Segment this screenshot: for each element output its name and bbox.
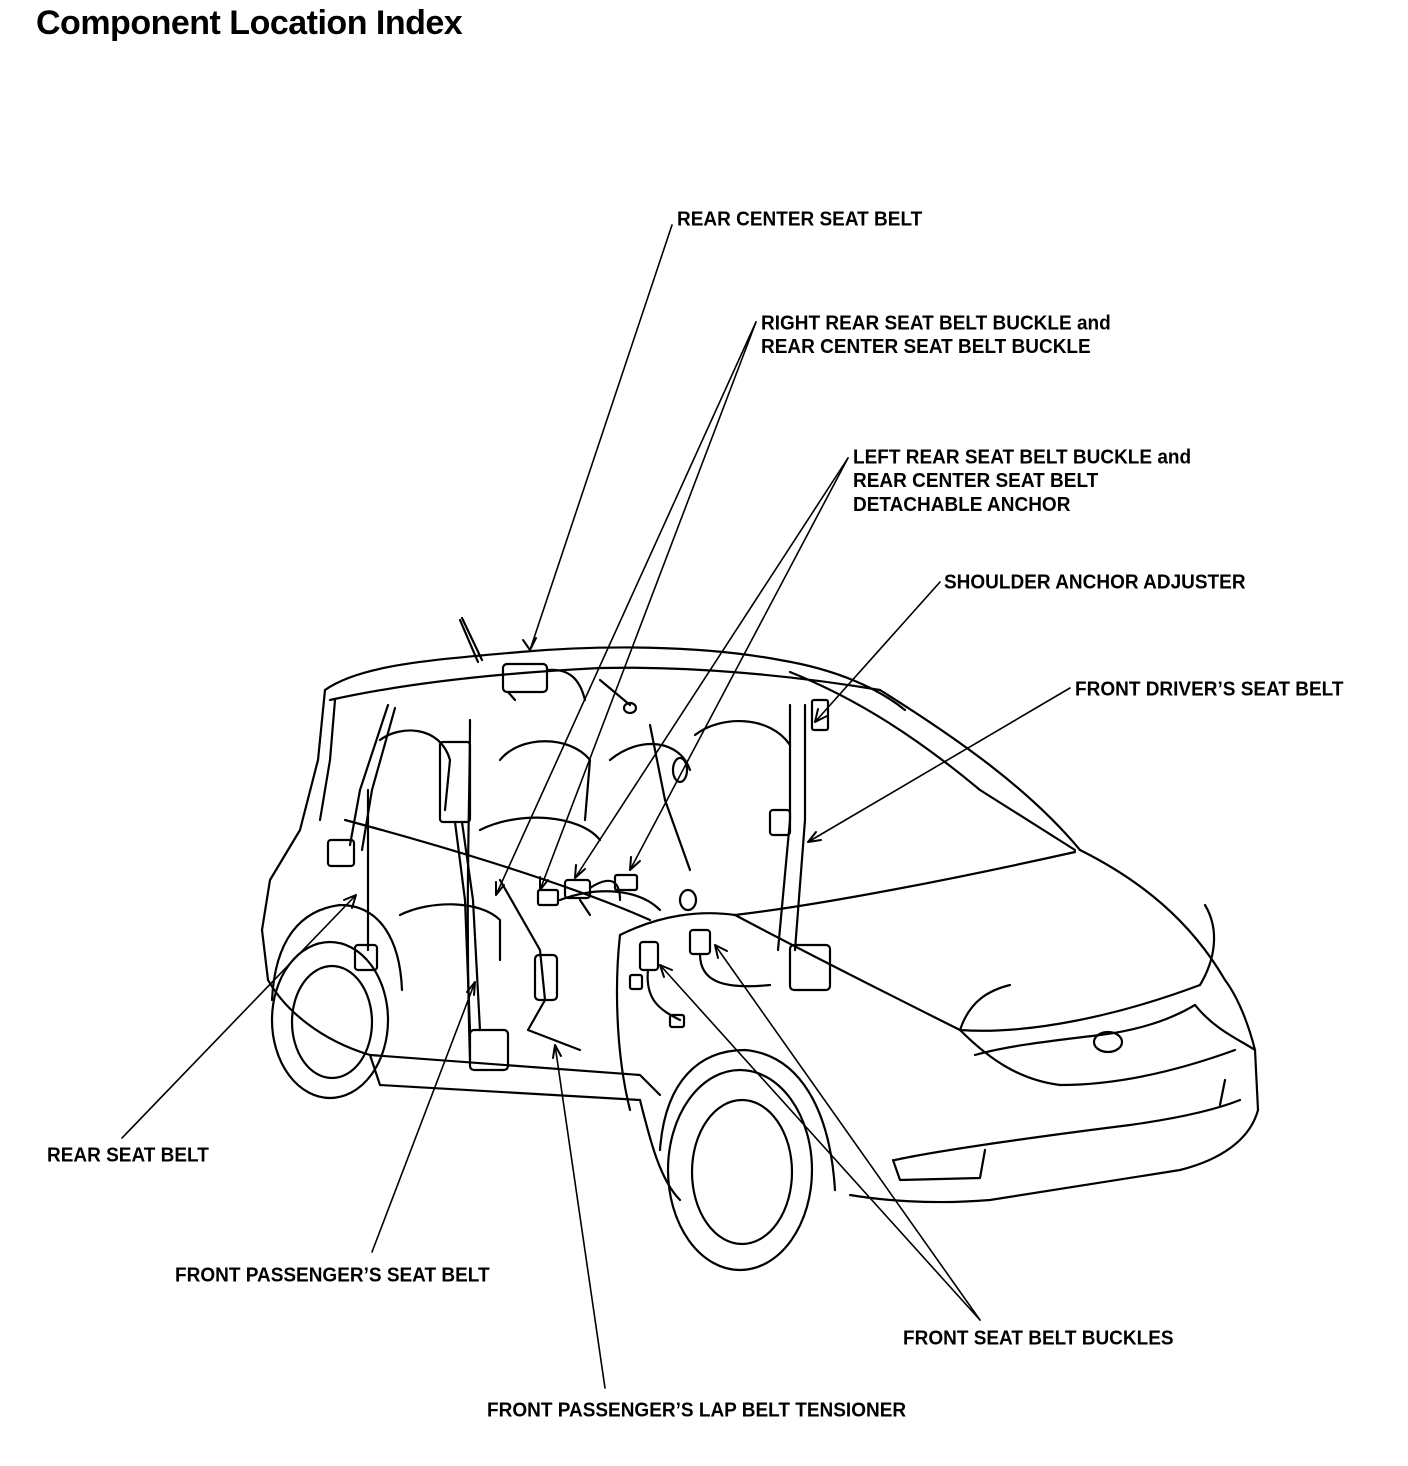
leader-right-rear-buckle-a: [495, 321, 757, 896]
label-line: LEFT REAR SEAT BELT BUCKLE and: [853, 446, 1192, 469]
label-front-passengers-lap-belt-tensioner: FRONT PASSENGER’S LAP BELT TENSIONER: [487, 1399, 906, 1423]
seat-belt-components: [326, 662, 832, 1072]
label-line: SHOULDER ANCHOR ADJUSTER: [944, 571, 1246, 594]
label-front-seat-belt-buckles: FRONT SEAT BELT BUCKLES: [903, 1327, 1174, 1351]
label-line: REAR CENTER SEAT BELT BUCKLE: [761, 335, 1091, 359]
leader-right-rear-buckle-b: [539, 321, 757, 891]
leader-front-passengers-lap-belt-tensioner: [554, 1044, 606, 1389]
leader-lines: [121, 224, 1071, 1389]
label-line: REAR CENTER SEAT BELT: [853, 469, 1099, 493]
leader-rear-seat-belt: [121, 894, 357, 1139]
label-line: FRONT SEAT BELT BUCKLES: [903, 1327, 1174, 1350]
label-rear-seat-belt: REAR SEAT BELT: [47, 1144, 209, 1168]
leader-front-seat-buckles-b: [659, 964, 981, 1321]
leader-left-rear-buckle-b: [629, 457, 849, 871]
label-left-rear-seat-belt-buckle: LEFT REAR SEAT BELT BUCKLE and REAR CENT…: [853, 446, 1191, 517]
label-line: DETACHABLE ANCHOR: [853, 493, 1071, 517]
leader-front-passengers-seat-belt: [371, 981, 476, 1253]
car-body: [260, 616, 1260, 1272]
label-shoulder-anchor-adjuster: SHOULDER ANCHOR ADJUSTER: [944, 571, 1246, 595]
label-line: FRONT PASSENGER’S SEAT BELT: [175, 1264, 490, 1287]
label-front-drivers-seat-belt: FRONT DRIVER’S SEAT BELT: [1075, 678, 1343, 702]
label-line: FRONT PASSENGER’S LAP BELT TENSIONER: [487, 1399, 907, 1422]
label-right-rear-seat-belt-buckle: RIGHT REAR SEAT BELT BUCKLE and REAR CEN…: [761, 312, 1111, 360]
label-front-passengers-seat-belt: FRONT PASSENGER’S SEAT BELT: [175, 1264, 490, 1288]
label-line: REAR CENTER SEAT BELT: [677, 208, 923, 231]
leader-shoulder-anchor-adjuster: [814, 581, 941, 723]
leader-rear-center-seat-belt: [529, 224, 673, 651]
label-line: FRONT DRIVER’S SEAT BELT: [1075, 678, 1344, 701]
label-line: RIGHT REAR SEAT BELT BUCKLE and: [761, 312, 1111, 335]
page-title: Component Location Index: [36, 4, 463, 42]
label-rear-center-seat-belt: REAR CENTER SEAT BELT: [677, 208, 922, 232]
leader-front-drivers-seat-belt: [807, 687, 1071, 843]
leader-front-seat-buckles-a: [714, 944, 981, 1321]
leader-left-rear-buckle-a: [574, 457, 849, 879]
label-line: REAR SEAT BELT: [47, 1144, 209, 1167]
